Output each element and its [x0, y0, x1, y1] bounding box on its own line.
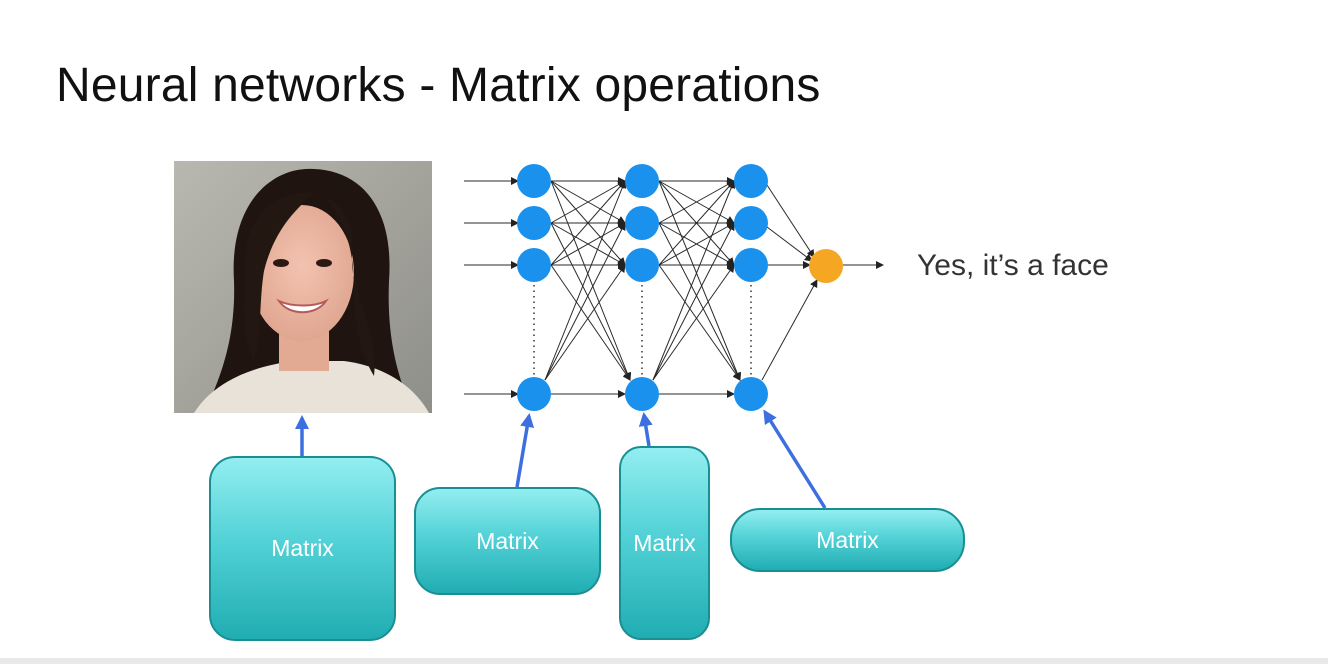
neuron: [734, 164, 768, 198]
neuron: [625, 248, 659, 282]
neuron: [734, 248, 768, 282]
matrix-box-2: Matrix: [414, 487, 601, 595]
neuron: [517, 377, 551, 411]
neuron: [734, 377, 768, 411]
neuron: [625, 377, 659, 411]
connection-lines: [464, 177, 884, 398]
neuron: [625, 206, 659, 240]
neuron: [625, 164, 659, 198]
neuron: [517, 248, 551, 282]
bottom-bar: [0, 658, 1328, 664]
neuron: [734, 206, 768, 240]
neurons: [517, 164, 768, 411]
matrix-arrows: [295, 409, 827, 509]
neuron: [517, 164, 551, 198]
matrix-box-1: Matrix: [209, 456, 396, 641]
output-neuron: [809, 249, 843, 283]
output-label: Yes, it’s a face: [917, 249, 1109, 282]
matrix-box-4: Matrix: [730, 508, 965, 572]
neuron: [517, 206, 551, 240]
slide-title: Neural networks - Matrix operations: [56, 59, 821, 112]
matrix-box-3: Matrix: [619, 446, 710, 640]
face-photo: [174, 161, 432, 413]
ellipsis-dots: [533, 285, 752, 376]
